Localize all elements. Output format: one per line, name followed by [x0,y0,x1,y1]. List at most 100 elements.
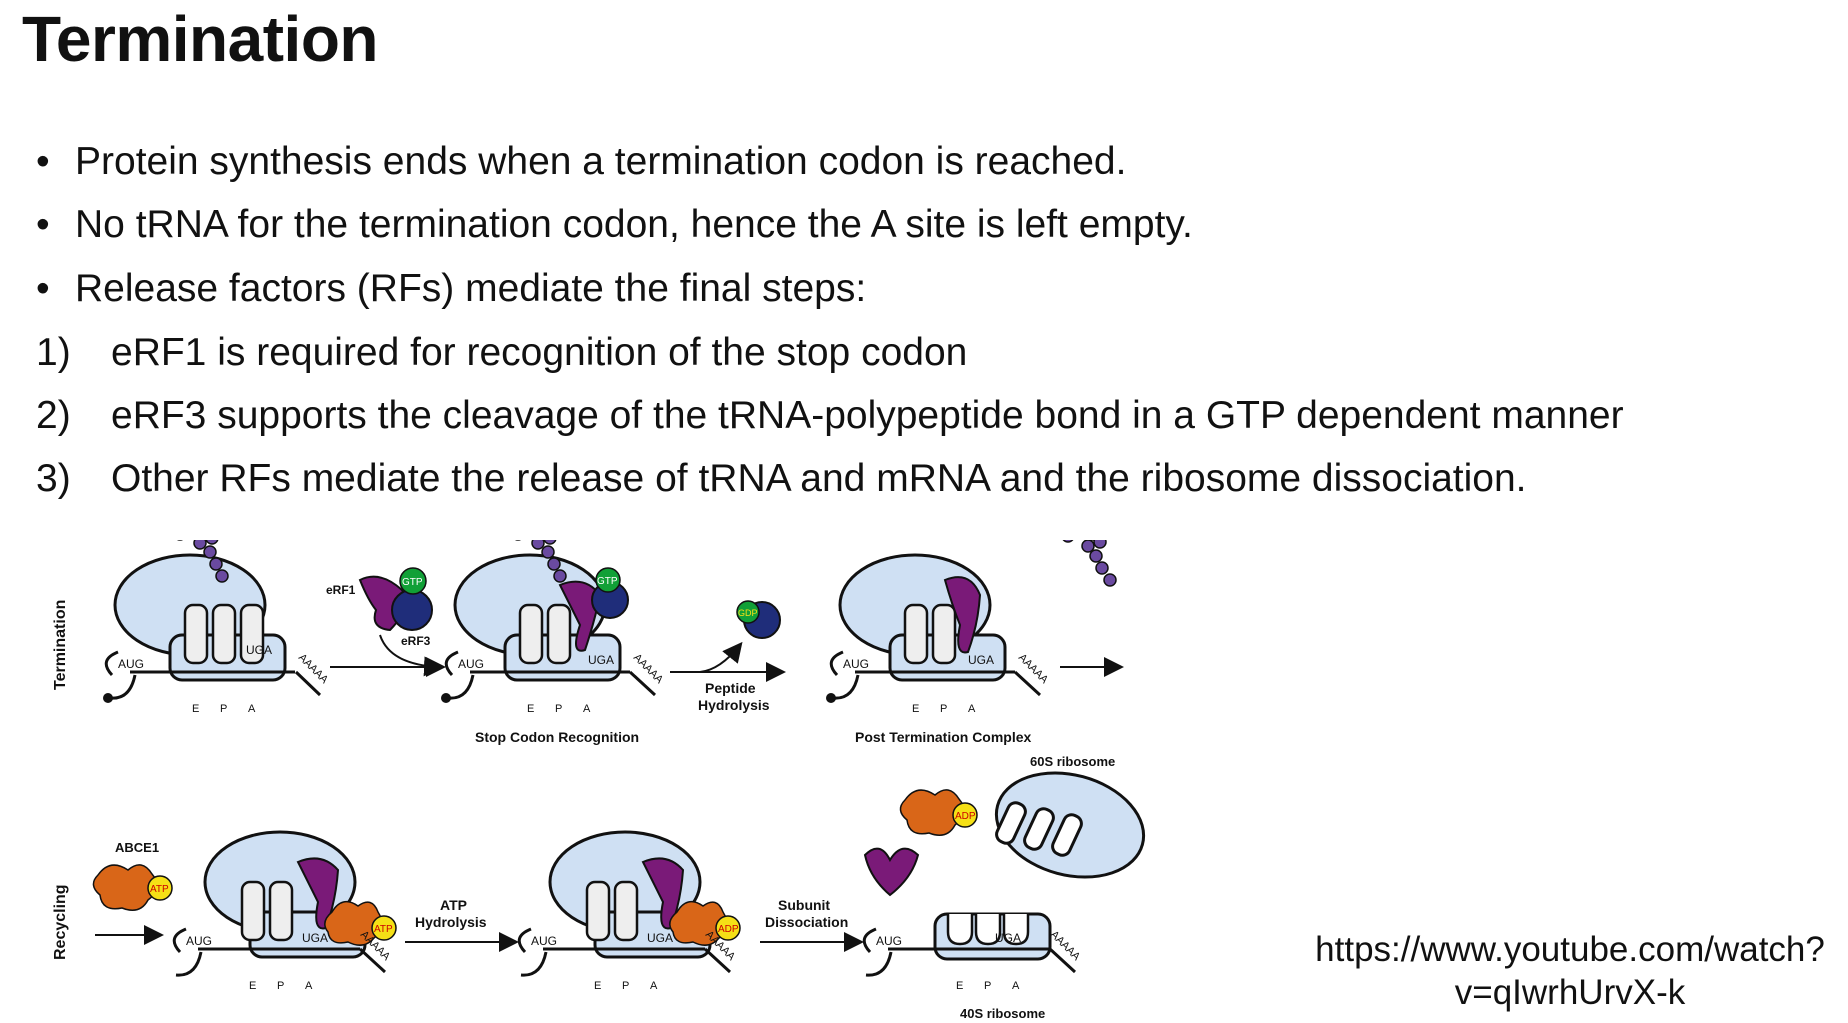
poly-a-tail: AAAAA [1048,929,1083,964]
adp-bubble [715,915,741,941]
polypeptide-chain [514,540,567,583]
bullet-text: Protein synthesis ends when a terminatio… [75,140,1127,183]
peptide-hydrolysis-label-1: Peptide [705,680,756,696]
abce1-protein [92,864,158,911]
trna-e [903,603,929,665]
mrna-strand [517,927,732,974]
abce1-bound [324,900,383,946]
gtp-bubble [595,567,621,593]
video-link[interactable]: https://www.youtube.com/watch? v=qIwrhUr… [1290,928,1848,1014]
site-a: A [305,980,313,992]
trna-e [518,603,544,665]
erf1-bound [943,576,982,654]
empty-sites [946,914,1030,946]
subunit-dissociation-label-1: Subunit [778,897,830,913]
site-e: E [192,703,199,715]
site-p: P [277,980,284,992]
site-p: P [622,980,629,992]
ribosome-40s-label: 40S ribosome [960,1006,1045,1021]
release-factors-free: GTP eRF1 eRF3 [326,567,444,677]
site-a: A [248,703,256,715]
released-polypeptide [1062,540,1117,587]
abce1-free: ABCE1 ATP [92,840,173,945]
termination-recycling-figure: Termination Recycling AUG UGA AAAAA E P … [52,540,1146,1021]
mrna-tail [175,951,203,977]
numbered-text: Other RFs mediate the release of tRNA an… [111,457,1527,500]
erf1-label: eRF1 [326,583,356,597]
codon-aug: AUG [843,657,869,671]
row-label-termination: Termination [52,600,69,690]
adp-bubble [952,802,978,828]
site-a: A [1012,980,1020,992]
poly-a-tail: AAAAA [631,652,666,687]
codon-uga: UGA [588,653,614,667]
codon-aug: AUG [531,934,557,948]
trna-p [931,603,957,665]
mrna-strand [829,650,1042,697]
mrna-cap [826,693,836,703]
mrna-strand [104,650,322,697]
trna-e [585,880,611,942]
gtp-label: GTP [402,577,423,588]
abce1-bound [669,900,728,946]
numbered-marker: 2) [36,394,71,437]
erf3-protein [391,589,433,631]
mrna-strand [444,650,657,697]
codon-aug: AUG [876,934,902,948]
site-e: E [527,703,534,715]
release-arrow [699,641,743,673]
atp-hydrolysis-label-1: ATP [440,897,467,913]
mrna-strand [172,927,387,974]
video-link-line-1: https://www.youtube.com/watch? [1315,930,1825,969]
bullet-text: Release factors (RFs) mediate the final … [75,267,867,310]
atp-hydrolysis-step: ATP Hydrolysis [405,897,519,952]
codon-uga: UGA [246,643,272,657]
site-p: P [220,703,227,715]
erf1-released [863,847,920,897]
row-label-recycling: Recycling [52,884,69,960]
ribosome-complex-5: ADP AUG UGA AAAAA E P A [517,830,741,992]
atp-bubble [371,915,397,941]
mrna-tail [520,951,548,977]
gtp-label: GTP [597,576,618,587]
adp-label: ADP [955,811,976,822]
site-p: P [984,980,991,992]
trna-p [546,603,572,665]
atp-bubble [147,875,173,901]
bullet-dot: • [36,267,50,310]
bullet-dot: • [36,140,50,183]
subunit-dissociation-step: Subunit Dissociation [760,897,864,952]
erf3-label: eRF3 [401,634,431,648]
trna-p [268,880,294,942]
gtp-bubble [399,567,427,595]
ribosome-complex-2: GTP AUG UGA AAAAA E P A Stop Codon Recog… [441,540,666,745]
ribosome-60s-label: 60S ribosome [1030,754,1115,769]
site-a: A [583,703,591,715]
poly-a-tail: AAAAA [1016,652,1051,687]
adp-label: ADP [718,924,739,935]
site-a: A [650,980,658,992]
trna-p [613,880,639,942]
site-a: A [968,703,976,715]
dissociated-products: ADP 60S ribosome AUG UGA AAAAA E P A 40S… [862,754,1146,1021]
numbered-marker: 1) [36,331,71,374]
abce1-label: ABCE1 [115,840,159,855]
site-p: P [555,703,562,715]
mrna-tail [865,951,893,977]
gdp-bubble [736,600,760,624]
bullet-text: No tRNA for the termination codon, hence… [75,203,1193,246]
atp-hydrolysis-label-2: Hydrolysis [415,914,487,930]
numbered-marker: 3) [36,457,71,500]
codon-aug: AUG [458,657,484,671]
trna-e [183,603,209,665]
mrna-tail [109,674,137,700]
mrna-cap [103,693,113,703]
site-p: P [940,703,947,715]
gdp-label: GDP [738,608,758,618]
codon-uga: UGA [995,931,1021,945]
mrna-strand [862,927,1077,974]
site-e: E [249,980,256,992]
video-link-line-2: v=qIwrhUrvX-k [1454,973,1686,1012]
site-e: E [912,703,919,715]
trna-slots [995,801,1083,857]
